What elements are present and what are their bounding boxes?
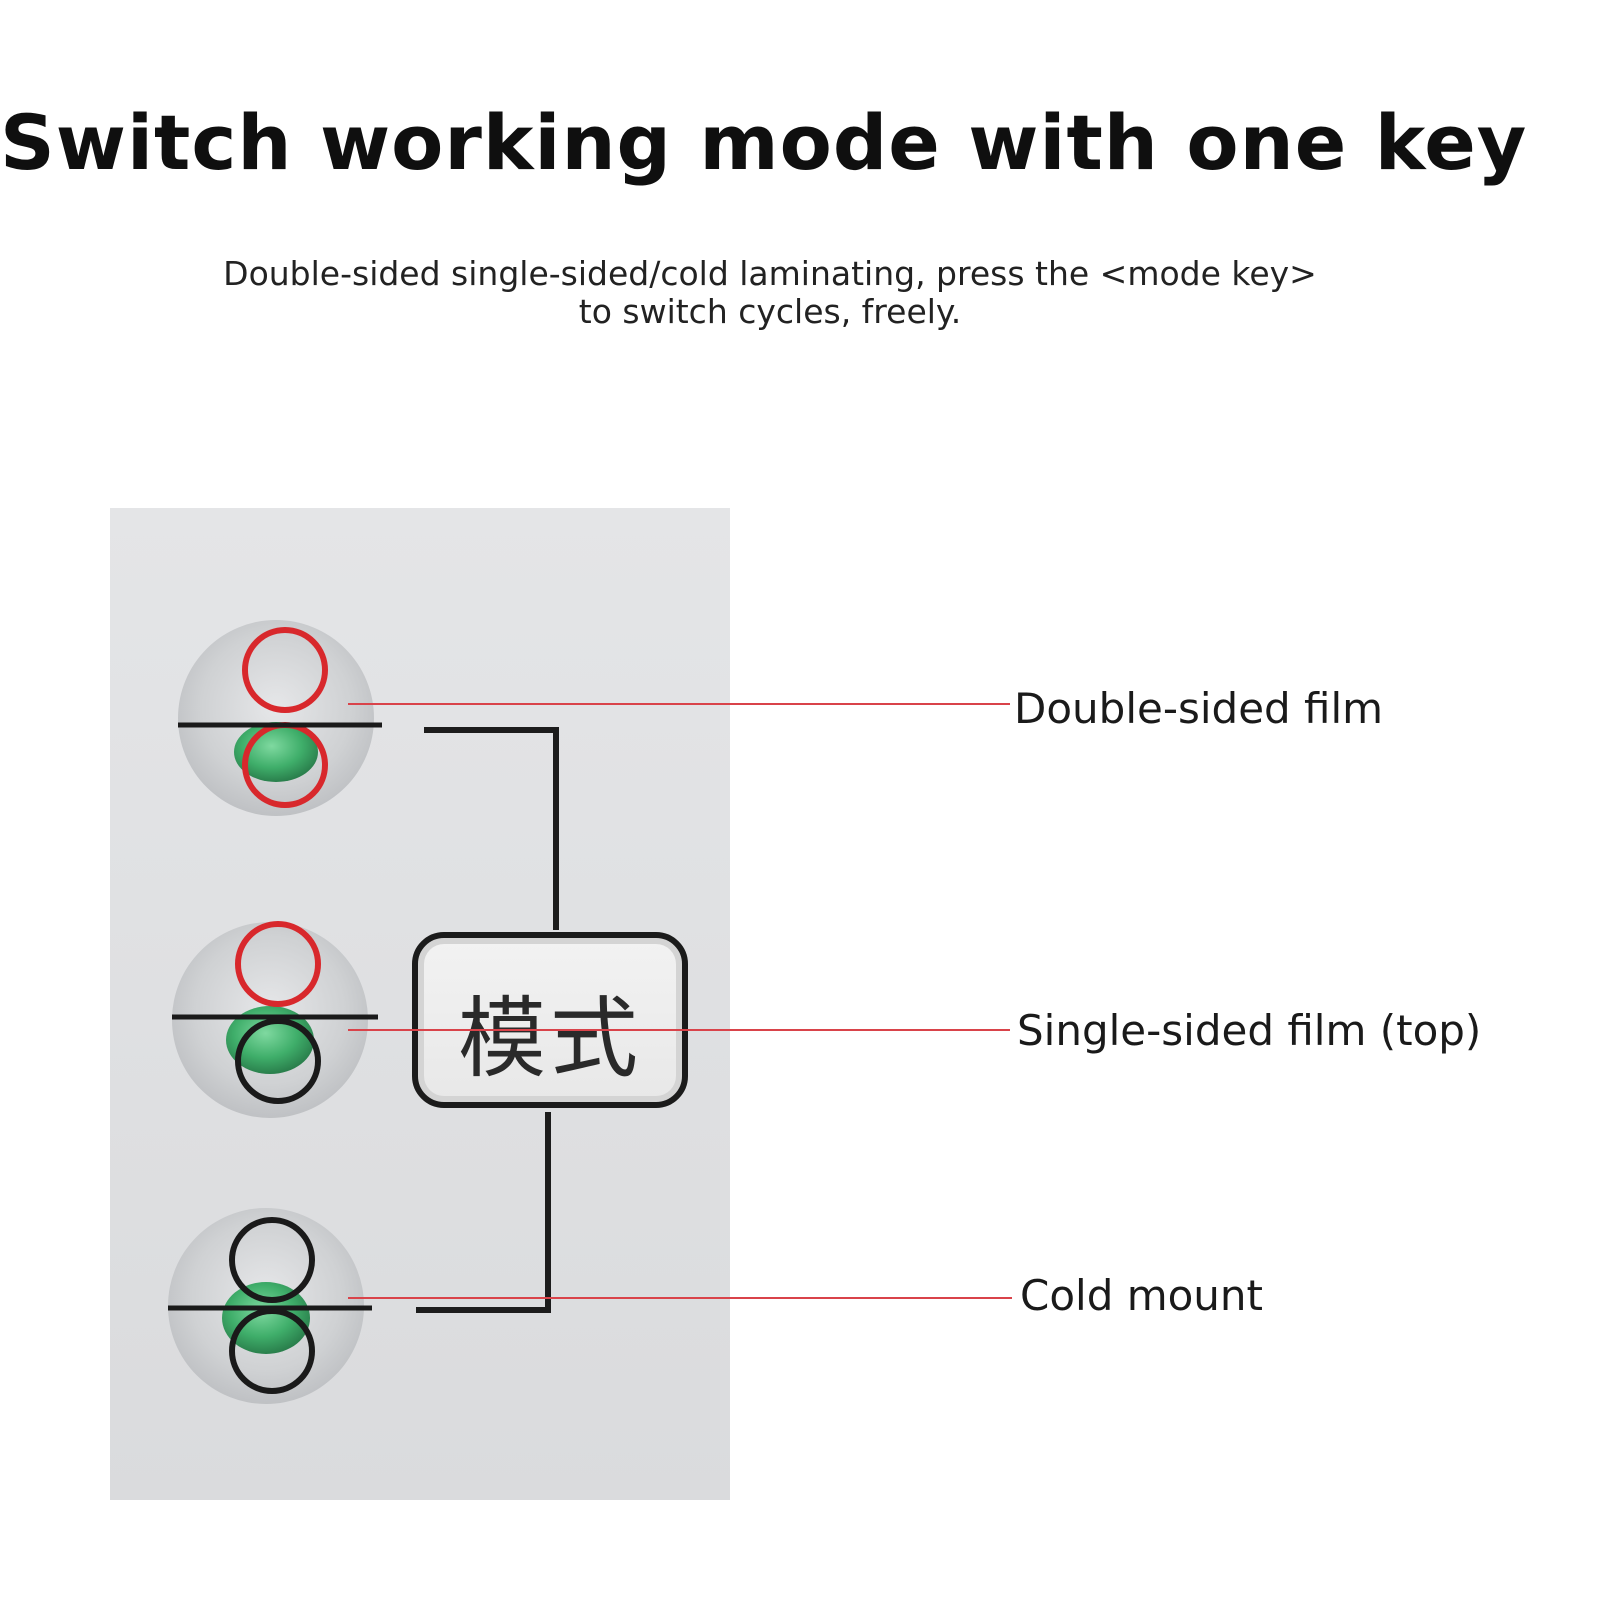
mode-indicator-double-sided <box>178 620 382 816</box>
mode-indicator-single-sided <box>172 921 378 1118</box>
bracket-connector <box>416 727 559 1313</box>
description-line-2: to switch cycles, freely. <box>578 292 962 331</box>
roller-top-icon <box>242 627 328 713</box>
roller-top-icon <box>235 921 321 1007</box>
mode-key-button[interactable]: 模式 <box>412 932 688 1108</box>
mode-indicator-cold-mount <box>168 1208 372 1404</box>
roller-bottom-icon <box>235 1018 321 1104</box>
led-indicator-icon <box>222 1282 310 1354</box>
mode-label-double-sided: Double-sided film <box>1014 684 1384 733</box>
roller-bottom-icon <box>229 1308 315 1394</box>
indicator-pad <box>178 620 374 816</box>
mode-label-cold-mount: Cold mount <box>1020 1271 1264 1320</box>
roller-top-icon <box>229 1217 315 1303</box>
mode-key-label: 模式 <box>457 987 642 1090</box>
mode-label-single-sided: Single-sided film (top) <box>1017 1006 1482 1055</box>
description-line-1: Double-sided single-sided/cold laminatin… <box>223 254 1317 293</box>
page-title: Switch working mode with one key <box>0 98 1528 187</box>
